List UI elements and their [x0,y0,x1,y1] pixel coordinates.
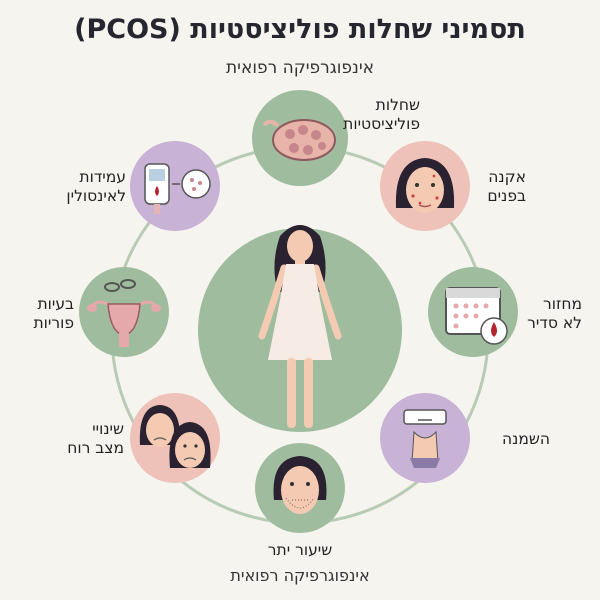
label-insulin: עמידות לאינסולין [40,168,126,206]
symptom-node-insulin [130,141,220,231]
label-fertility: בעיות פוריות [10,295,74,333]
page-subtitle: אינפוגרפיקה רפואית [226,58,374,78]
footer-caption: אינפוגרפיקה רפואית [230,566,370,585]
label-line: לא סדיר [527,314,582,332]
label-line: שיעור יתר [267,541,333,559]
label-line: עמידות [79,168,126,186]
label-line: אקנה [488,168,526,186]
label-line: לאינסולין [66,187,126,205]
symptom-node-acne [380,141,470,231]
label-line: שינויי [92,420,124,438]
label-line: השמנה [502,430,550,448]
calendar-drop-icon [445,287,508,345]
label-ovaries: שחלות פוליציסטיות [340,96,420,134]
symptom-node-ovaries [252,90,348,186]
label-line: מחזור [543,295,582,313]
woman-figure-icon [198,225,402,432]
label-line: פוריות [33,314,74,332]
symptom-node-mood [130,393,220,483]
label-cycle: מחזור לא סדיר [518,295,582,333]
polycystic-ovary-icon [262,119,336,161]
glucose-meter-icon [144,163,211,214]
label-mood: שינויי מצב רוח [52,420,124,458]
page-title: תסמיני שחלות פוליציסטיות (PCOS) [74,14,526,45]
label-hair: שיעור יתר [240,541,360,560]
label-acne: אקנה בפנים [470,168,526,206]
label-line: בפנים [487,187,526,205]
label-line: שחלות [375,96,420,114]
label-line: פוליציסטיות [343,115,420,133]
symptom-node-weight [380,393,470,483]
label-line: מצב רוח [67,439,124,457]
sad-faces-icon [139,405,211,468]
acne-face-icon [395,158,455,213]
label-weight: השמנה [478,430,550,449]
symptom-node-cycle [428,267,518,357]
symptom-node-fertility [79,267,169,357]
scale-waist-icon [403,409,447,468]
facial-hair-icon [273,456,327,514]
uterus-broken-chain-icon [87,279,161,347]
label-line: בעיות [37,295,74,313]
symptom-node-hair [255,443,345,533]
